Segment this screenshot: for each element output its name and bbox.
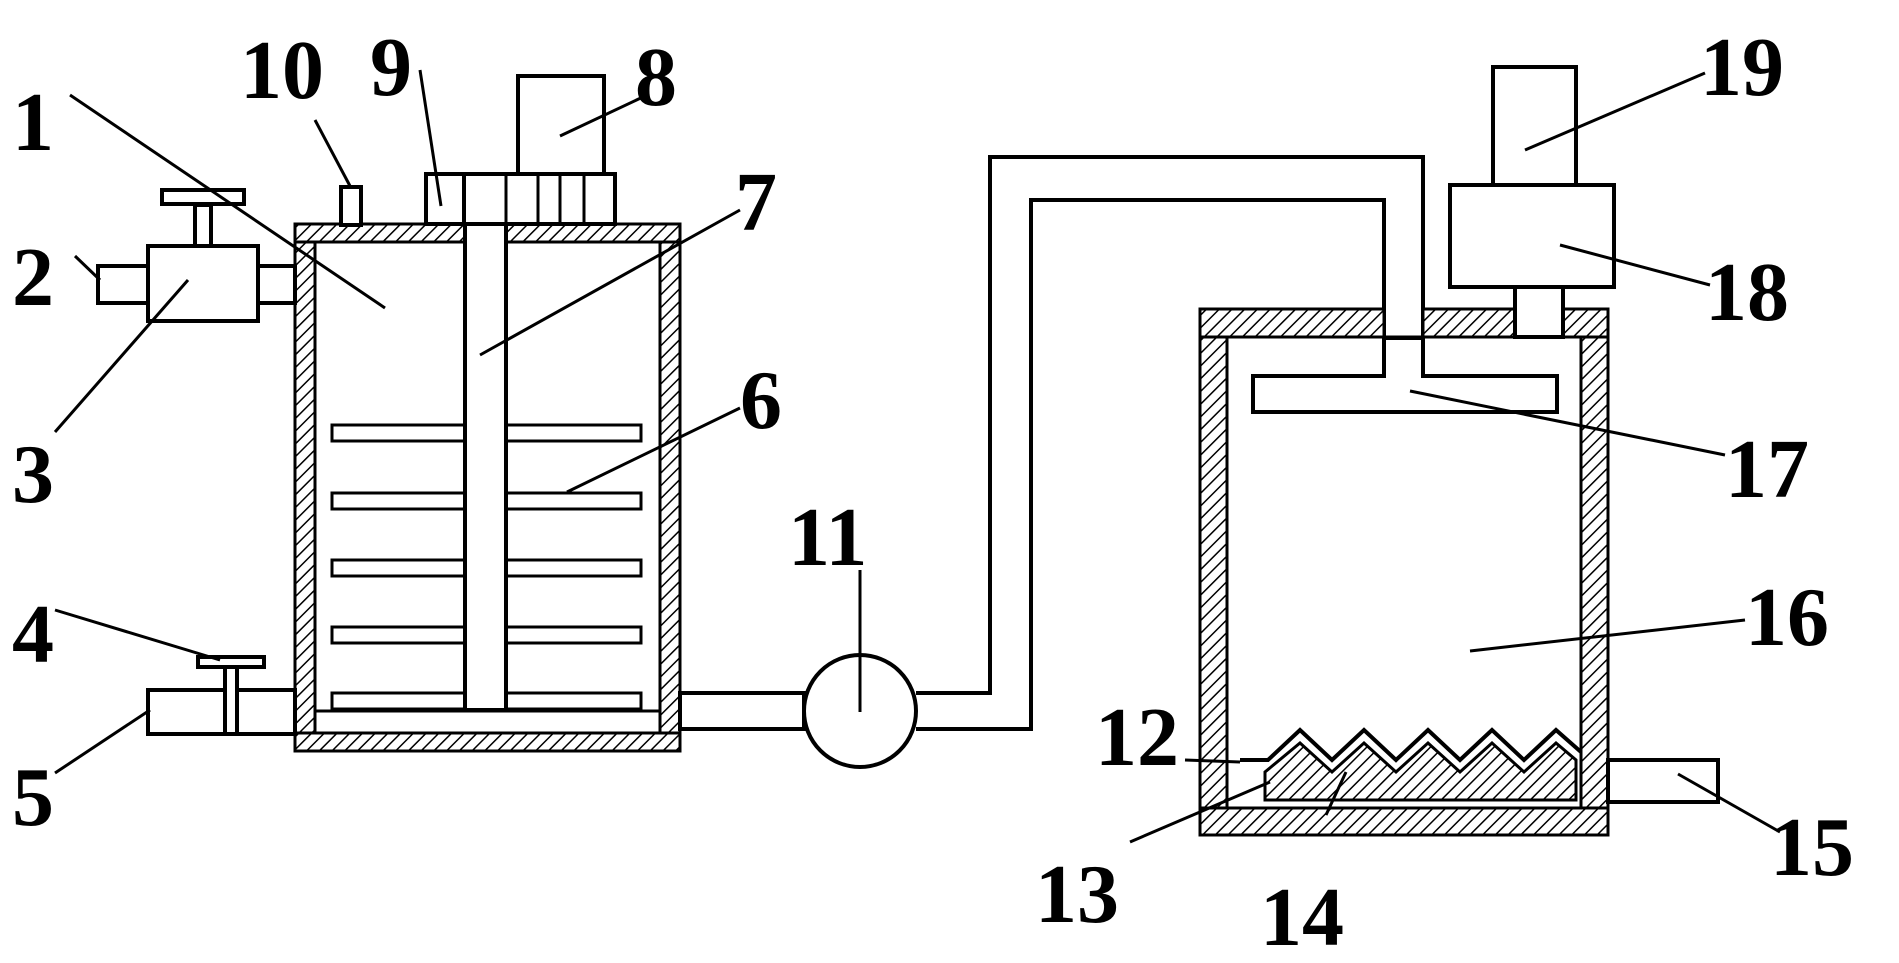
leader-15 <box>1677 772 1781 834</box>
leader-19 <box>1524 71 1706 152</box>
tank-right-wall <box>658 222 682 753</box>
label-5: 5 <box>12 751 54 844</box>
label-15: 15 <box>1770 801 1854 894</box>
valve-handwheel <box>160 188 246 206</box>
leader-16 <box>1469 618 1746 653</box>
stirring-shaft <box>463 175 508 712</box>
leader-17 <box>1409 389 1726 457</box>
pipe-tank-to-pump <box>678 691 806 731</box>
gear-reducer <box>1448 183 1616 289</box>
label-7: 7 <box>735 156 777 249</box>
right-tank-right-wall <box>1579 307 1610 837</box>
leader-5 <box>54 708 151 775</box>
drain-assembly <box>146 655 297 736</box>
label-1: 1 <box>12 76 54 169</box>
leader-13 <box>1129 780 1271 844</box>
leader-14 <box>1324 771 1348 816</box>
tank-bottom-wall <box>293 731 682 753</box>
spray-head <box>1251 336 1559 414</box>
label-19: 19 <box>1700 21 1784 114</box>
valve-stem <box>193 203 213 248</box>
outlet-pipe <box>1606 758 1720 804</box>
filter-plate <box>1240 727 1583 802</box>
label-13: 13 <box>1035 848 1119 941</box>
drain-valve-handle <box>196 655 266 669</box>
motor-body <box>516 74 606 176</box>
treatment-chamber <box>1225 335 1583 810</box>
leader-8 <box>559 94 646 138</box>
right-tank-bottom-wall <box>1198 806 1610 837</box>
label-18: 18 <box>1705 246 1789 339</box>
drain-pipe <box>146 688 297 736</box>
leader-7 <box>479 208 741 357</box>
inlet-pipe-left <box>96 264 150 305</box>
leader-lines <box>53 69 1781 844</box>
serrated-outline <box>1240 727 1583 763</box>
label-4: 4 <box>12 588 54 681</box>
leader-10 <box>313 119 352 187</box>
leader-1 <box>69 93 386 310</box>
drive-unit <box>1448 65 1616 339</box>
label-2: 2 <box>12 231 54 324</box>
leader-9 <box>418 69 443 207</box>
label-8: 8 <box>635 31 677 124</box>
leader-6 <box>566 406 741 494</box>
valve-body <box>146 244 260 323</box>
vent-pipe <box>339 185 363 227</box>
right-tank-left-wall <box>1198 307 1229 837</box>
serrated-plate <box>1263 740 1578 802</box>
tank-left-wall <box>293 222 317 753</box>
drive-motor <box>1491 65 1578 187</box>
leader-12 <box>1184 758 1241 764</box>
leader-4 <box>54 608 221 662</box>
inlet-pipe-right <box>256 264 297 305</box>
label-12: 12 <box>1095 691 1179 784</box>
label-6: 6 <box>740 354 782 447</box>
label-17: 17 <box>1725 423 1809 516</box>
inlet-valve <box>96 188 297 323</box>
leader-2 <box>73 254 102 282</box>
drain-valve-stem <box>223 660 239 736</box>
label-14: 14 <box>1260 871 1344 963</box>
part-numbers: 1 2 3 4 5 6 7 8 9 10 11 12 13 14 15 16 1… <box>12 21 1854 963</box>
label-3: 3 <box>12 428 54 521</box>
feed-port <box>424 172 466 226</box>
leader-18 <box>1559 243 1711 287</box>
label-10: 10 <box>240 24 324 117</box>
drive-shaft <box>1513 285 1565 339</box>
label-9: 9 <box>370 21 412 114</box>
right-tank-top-wall-left <box>1198 307 1386 339</box>
treatment-tank <box>1198 307 1610 837</box>
label-16: 16 <box>1745 571 1829 664</box>
leader-3 <box>53 279 190 433</box>
label-11: 11 <box>788 491 867 584</box>
